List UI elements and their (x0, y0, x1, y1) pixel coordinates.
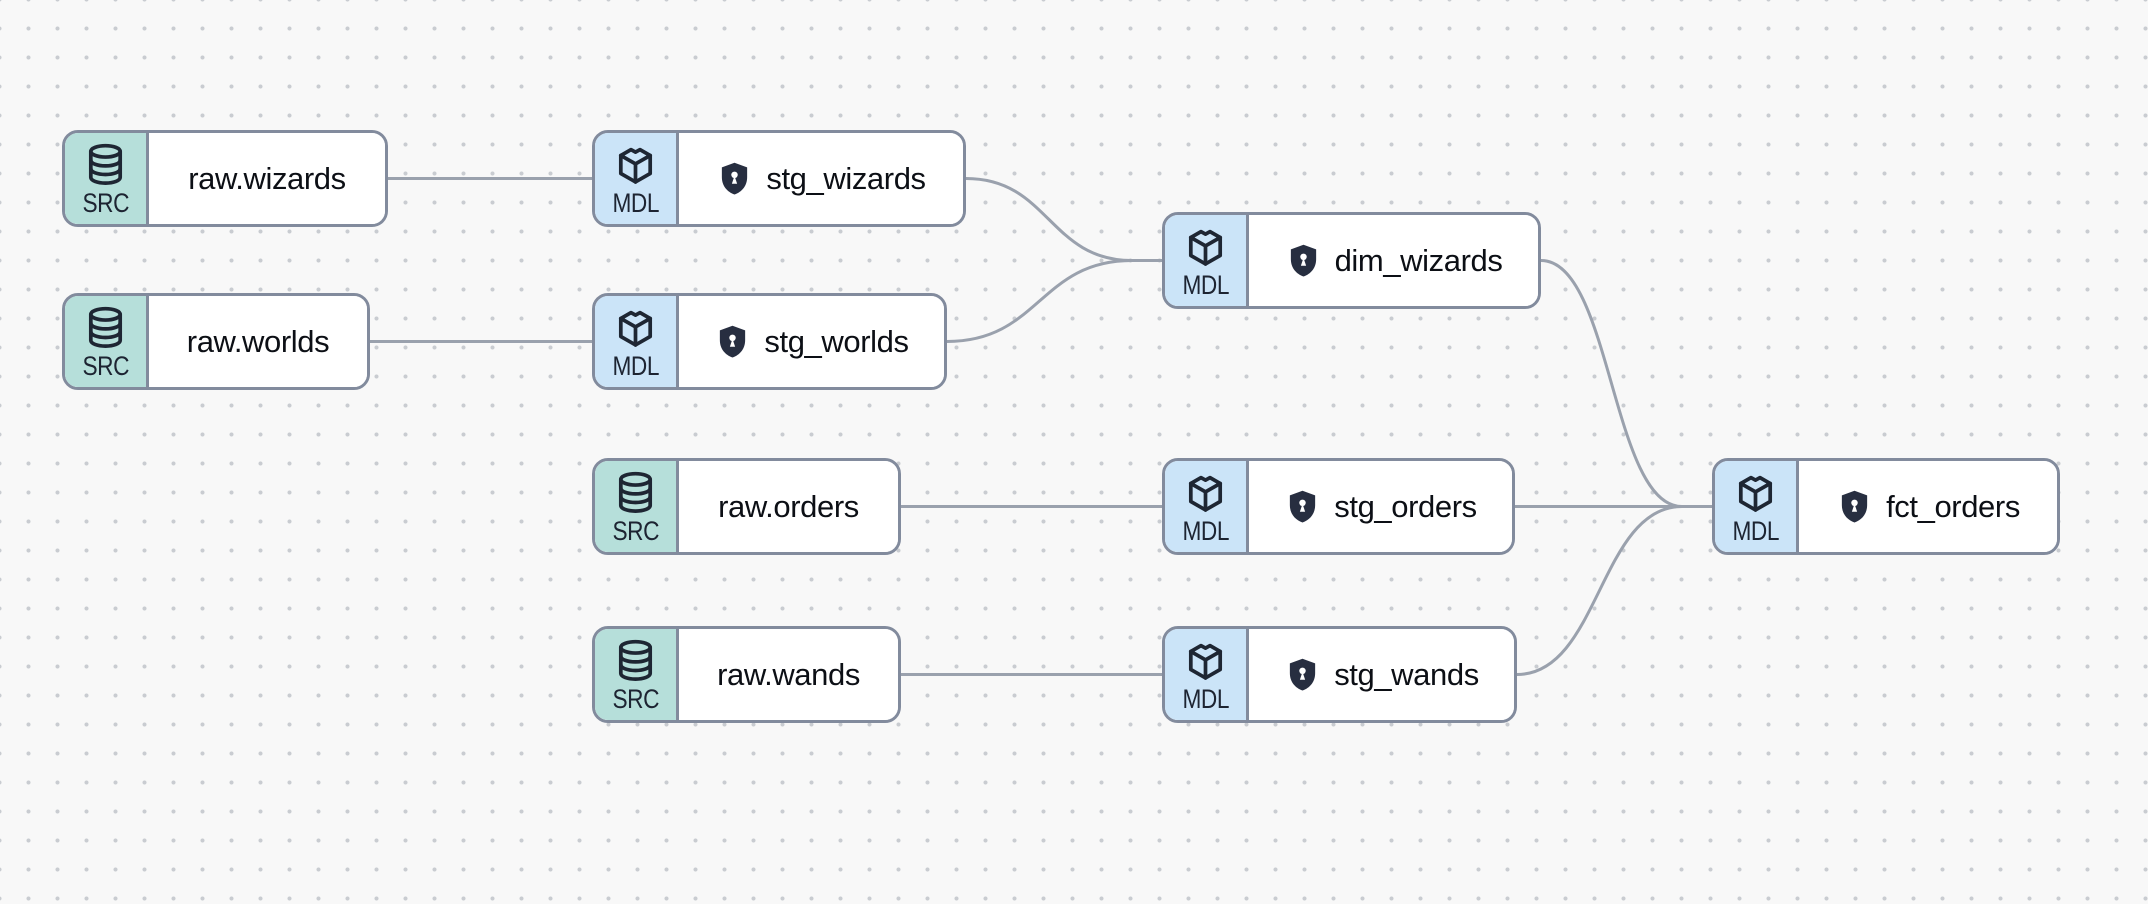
node-type-badge-label: SRC (82, 188, 129, 218)
edge-dim_wizards-to-fct_orders (1540, 259, 1712, 508)
cube-icon (1732, 469, 1779, 516)
shield-icon (1836, 488, 1873, 525)
database-icon (82, 304, 129, 351)
cube-icon (1182, 637, 1229, 684)
node-type-badge: MDL (1715, 461, 1799, 552)
node-dim_wizards[interactable]: MDL dim_wizards (1162, 212, 1541, 309)
node-label: raw.wizards (188, 160, 346, 196)
node-label-area: stg_wizards (679, 133, 963, 224)
shield-icon (714, 323, 751, 360)
node-type-badge-label: MDL (1182, 516, 1229, 546)
node-label-area: raw.worlds (149, 296, 367, 387)
node-raw_worlds[interactable]: SRC raw.worlds (62, 293, 370, 390)
node-label: stg_wands (1334, 656, 1479, 692)
node-label: stg_worlds (764, 323, 909, 359)
node-label-area: stg_worlds (679, 296, 944, 387)
node-label-area: stg_wands (1249, 629, 1514, 720)
database-icon (612, 469, 659, 516)
cube-icon (1182, 223, 1229, 270)
node-type-badge-label: MDL (612, 188, 659, 218)
node-label: fct_orders (1886, 488, 2020, 524)
node-raw_orders[interactable]: SRC raw.orders (592, 458, 901, 555)
node-label-area: fct_orders (1799, 461, 2057, 552)
shield-icon (1285, 242, 1322, 279)
node-label-area: raw.wizards (149, 133, 385, 224)
node-label: raw.wands (717, 656, 860, 692)
node-raw_wands[interactable]: SRC raw.wands (592, 626, 901, 723)
node-type-badge-label: SRC (82, 351, 129, 381)
node-type-badge-label: MDL (612, 351, 659, 381)
node-label: stg_orders (1334, 488, 1477, 524)
edge-stg_wands-to-fct_orders (1516, 505, 1712, 676)
node-type-badge: SRC (595, 629, 679, 720)
node-type-badge-label: MDL (1182, 684, 1229, 714)
shield-icon (716, 160, 753, 197)
database-icon (82, 141, 129, 188)
node-type-badge: MDL (1165, 215, 1249, 306)
cube-icon (612, 304, 659, 351)
node-type-badge: MDL (595, 296, 679, 387)
edge-stg_worlds-to-dim_wizards (946, 259, 1162, 343)
cube-icon (612, 141, 659, 188)
node-type-badge-label: MDL (1732, 516, 1779, 546)
node-type-badge: SRC (595, 461, 679, 552)
node-type-badge-label: SRC (612, 516, 659, 546)
node-label-area: stg_orders (1249, 461, 1512, 552)
node-stg_wizards[interactable]: MDL stg_wizards (592, 130, 966, 227)
node-label: raw.worlds (186, 323, 330, 359)
node-raw_wizards[interactable]: SRC raw.wizards (62, 130, 388, 227)
shield-icon (1284, 656, 1321, 693)
node-label: dim_wizards (1334, 242, 1503, 278)
database-icon (612, 637, 659, 684)
node-label: raw.orders (718, 488, 859, 524)
edge-stg_wizards-to-dim_wizards (965, 177, 1162, 262)
node-label: stg_wizards (766, 160, 926, 196)
node-fct_orders[interactable]: MDL fct_orders (1712, 458, 2060, 555)
node-type-badge: MDL (1165, 629, 1249, 720)
node-stg_wands[interactable]: MDL stg_wands (1162, 626, 1517, 723)
node-type-badge-label: MDL (1182, 270, 1229, 300)
node-label-area: raw.wands (679, 629, 898, 720)
node-type-badge: MDL (1165, 461, 1249, 552)
node-type-badge: SRC (65, 133, 149, 224)
node-type-badge-label: SRC (612, 684, 659, 714)
node-stg_orders[interactable]: MDL stg_orders (1162, 458, 1515, 555)
node-label-area: dim_wizards (1249, 215, 1538, 306)
cube-icon (1182, 469, 1229, 516)
node-stg_worlds[interactable]: MDL stg_worlds (592, 293, 947, 390)
node-type-badge: MDL (595, 133, 679, 224)
node-label-area: raw.orders (679, 461, 898, 552)
node-type-badge: SRC (65, 296, 149, 387)
shield-icon (1284, 488, 1321, 525)
